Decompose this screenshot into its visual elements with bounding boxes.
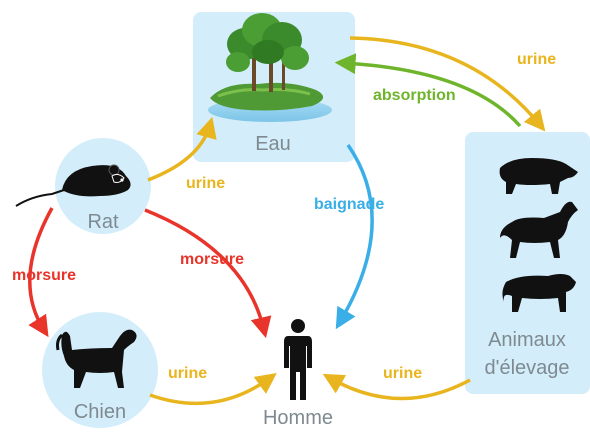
- node-homme: Homme: [263, 319, 333, 429]
- label-rat-chien: morsure: [12, 267, 76, 284]
- arrow-eau-homme: [340, 145, 372, 322]
- label-animaux-homme: urine: [383, 365, 422, 382]
- node-chien: Chien: [42, 312, 158, 428]
- node-animaux: Animaux d'élevage: [465, 132, 590, 394]
- homme-label: Homme: [263, 407, 333, 429]
- animaux-label-line2: d'élevage: [485, 357, 570, 379]
- arrow-rat-homme: [145, 210, 264, 330]
- rat-label: Rat: [87, 211, 119, 233]
- human-icon: [284, 319, 312, 400]
- label-rat-homme: morsure: [180, 251, 244, 268]
- label-chien-homme: urine: [168, 365, 207, 382]
- node-rat: Rat: [16, 138, 151, 234]
- eau-label: Eau: [255, 133, 291, 155]
- label-eau-animaux: urine: [517, 51, 556, 68]
- label-eau-homme: baignade: [314, 196, 384, 213]
- label-animaux-eau: absorption: [373, 87, 456, 104]
- label-rat-eau: urine: [186, 175, 225, 192]
- chien-label: Chien: [74, 401, 126, 423]
- animaux-label-line1: Animaux: [488, 329, 566, 351]
- node-eau: Eau: [193, 12, 355, 162]
